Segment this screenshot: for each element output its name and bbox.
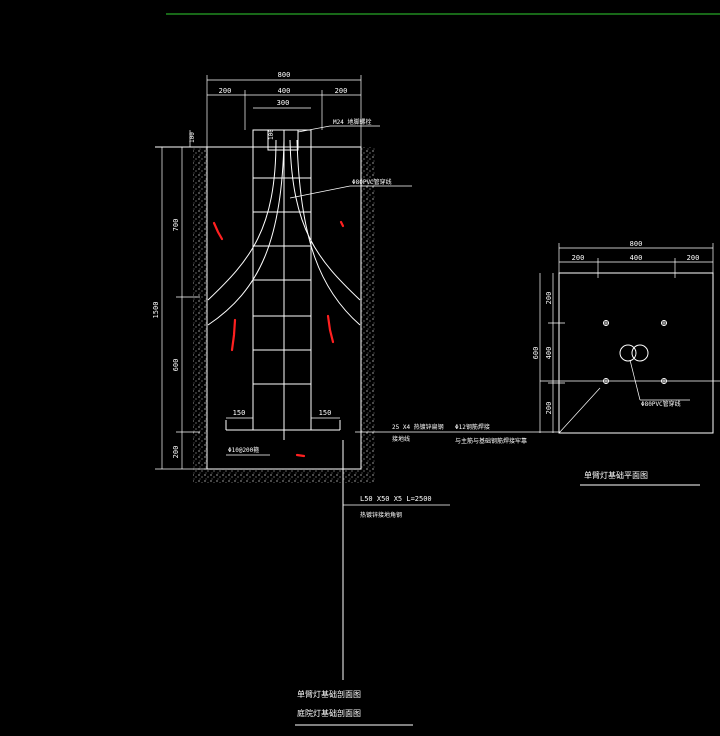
title-plan: 单臂灯基础平面图 [584, 470, 648, 480]
foundation-plan: 800 200 400 200 600 200 400 200 Φ80PVC管穿… [532, 240, 720, 486]
left-dimensions: 100 1500 700 600 200 [152, 130, 207, 470]
soil-right [361, 147, 375, 483]
note-rebar-main: 与主筋与基础钢筋焊接牢靠 [455, 437, 527, 445]
plan-pvc-right [631, 344, 649, 362]
dim-left-middle: 600 [172, 359, 180, 372]
plan-dim-right: 200 [687, 254, 700, 262]
plan-note-pvc: Φ80PVC管穿线 [641, 400, 681, 408]
note-pvc: Φ80PVC管穿线 [352, 178, 392, 186]
bottom-dimensions: 150 150 [226, 409, 340, 419]
plan-outline [558, 272, 714, 434]
plan-dim-height: 600 [532, 347, 540, 360]
plan-dim-total: 800 [630, 240, 643, 248]
anchor-bolts [603, 320, 667, 384]
note-top: M24 地脚螺栓 [333, 118, 371, 126]
plan-dim-left: 200 [572, 254, 585, 262]
note-flat-steel: 25 X4 热镀锌扁钢 [392, 423, 444, 431]
stirrups [253, 177, 311, 385]
note-stirrup: Φ10@200箍 [228, 446, 259, 454]
dim-mid: 400 [278, 87, 291, 95]
dim-bottom-left: 150 [233, 409, 246, 417]
plan-dim-top: 200 [545, 292, 553, 305]
dim-bottom-right: 150 [319, 409, 332, 417]
note-rebar-weld: Φ12钢筋焊接 [455, 423, 490, 431]
note-grounding: 接地线 [392, 435, 410, 443]
dim-right: 200 [335, 87, 348, 95]
dim-left: 200 [219, 87, 232, 95]
dim-inner: 300 [277, 99, 290, 107]
soil-bottom [193, 469, 375, 483]
foundation-section: 800 200 400 200 300 100 100 1500 700 600… [152, 71, 560, 726]
dim-left-total: 1500 [152, 302, 160, 319]
title-single-arm-section: 单臂灯基础剖面图 [297, 689, 361, 699]
plan-dim-bottom: 200 [545, 402, 553, 415]
dim-left-upper: 700 [172, 219, 180, 232]
red-annotations [212, 220, 345, 458]
dim-total-width: 800 [278, 71, 291, 79]
soil-left [193, 147, 207, 483]
top-dimensions: 800 200 400 200 300 100 [206, 71, 362, 147]
note-angle-desc: 热镀锌接地角钢 [360, 511, 402, 519]
plan-pvc-left [619, 344, 637, 362]
section-titles: 单臂灯基础剖面图 庭院灯基础剖面图 [295, 689, 413, 726]
dim-left-lower: 200 [172, 446, 180, 459]
pvc-conduits [207, 139, 361, 326]
title-garden-section: 庭院灯基础剖面图 [297, 708, 361, 718]
dim-left-top: 100 [189, 132, 196, 143]
section-notes: M24 地脚螺栓 Φ80PVC管穿线 25 X4 热镀锌扁钢 接地线 Φ12钢筋… [226, 118, 560, 680]
plan-dim-mid-v: 400 [545, 347, 553, 360]
plan-dim-mid: 400 [630, 254, 643, 262]
dim-post: 100 [268, 129, 275, 140]
note-angle-steel: L50 X50 X5 L=2500 [360, 495, 432, 503]
